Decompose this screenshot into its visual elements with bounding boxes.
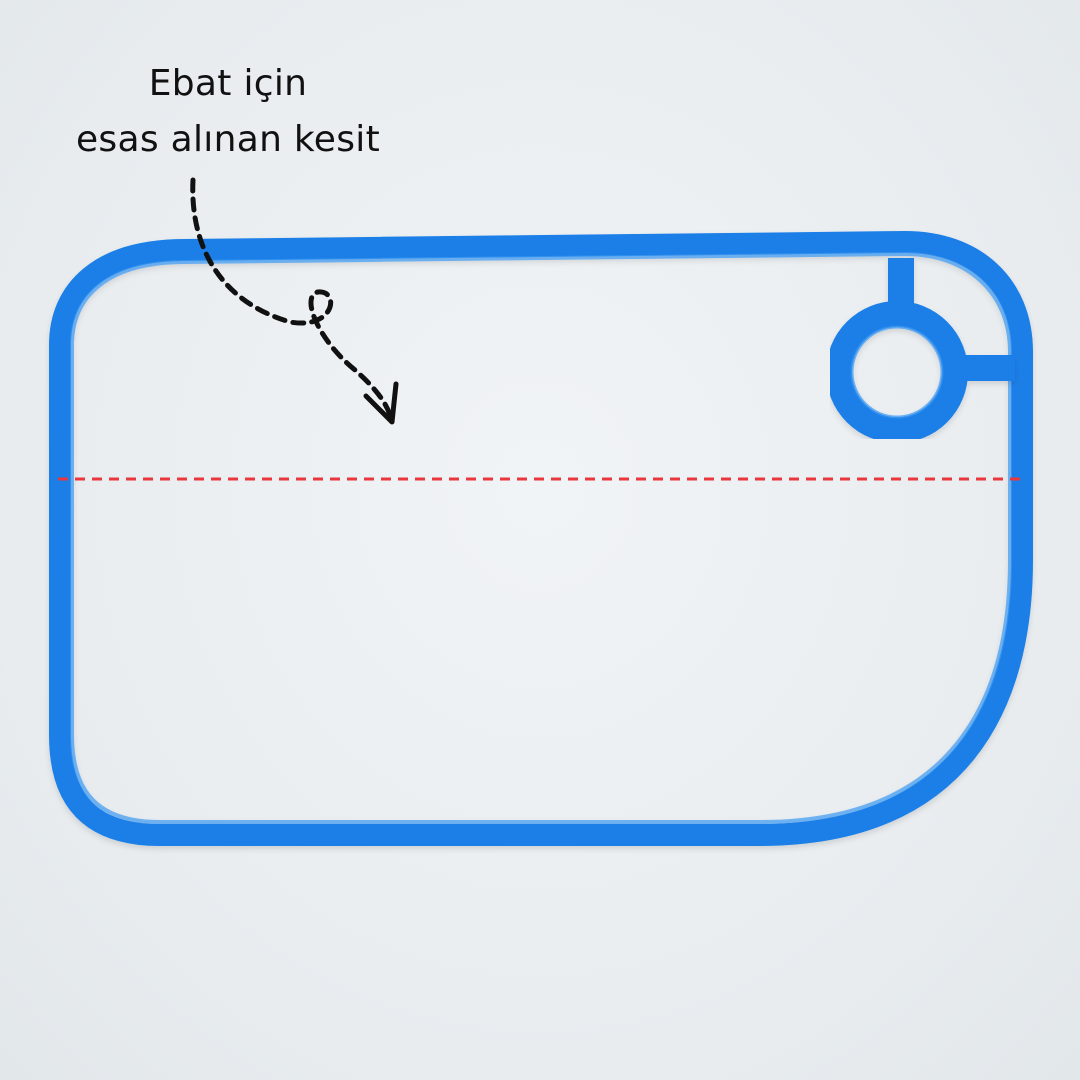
dashed-curved-arrow-icon	[190, 177, 399, 425]
annotation-line-1: Ebat için	[148, 63, 308, 104]
ring-inner-edge	[850, 325, 944, 419]
annotation-caption: Ebat için esas alınan kesit	[40, 56, 416, 168]
cutter-outline-inner-edge	[70, 251, 1012, 824]
ring-strut-right	[960, 355, 1015, 381]
ring-icon	[826, 301, 968, 443]
annotation-line-2: esas alınan kesit	[75, 119, 381, 160]
hanging-ring	[826, 258, 1015, 443]
cutter-frame	[49, 231, 1033, 846]
ring-strut-top	[888, 258, 914, 308]
cutter-outline-outer	[49, 231, 1033, 846]
